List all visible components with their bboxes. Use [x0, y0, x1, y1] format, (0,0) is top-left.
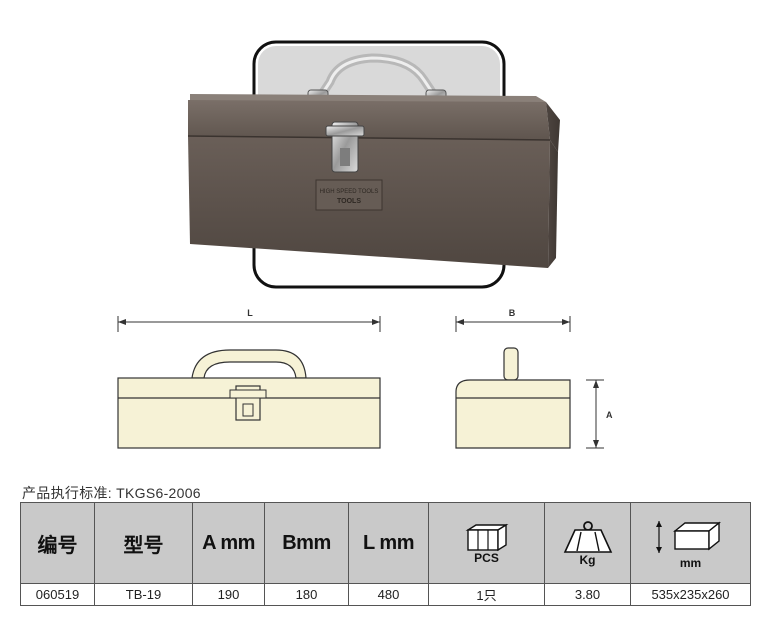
brand-emblem — [315, 179, 383, 211]
dimension-drawings: L B A — [117, 308, 613, 449]
height-label: A — [606, 410, 613, 420]
col-pcs-header: PCS — [428, 502, 545, 584]
col-package-header: mm — [630, 502, 751, 584]
svg-text:TOOLS: TOOLS — [337, 198, 361, 205]
col-l-header: L mm — [348, 502, 429, 584]
table-row: 060519 TB-19 190 180 480 1只 3.80 535x235… — [20, 583, 751, 606]
spec-table: 编号 型号 A mm Bmm L mm PCS — [20, 502, 751, 606]
cell-code: 060519 — [20, 583, 95, 606]
boxes-icon — [465, 523, 508, 552]
side-view-drawing — [455, 347, 571, 449]
width-label: B — [509, 308, 516, 318]
col-a-header: A mm — [192, 502, 265, 584]
toolbox-lid — [188, 100, 550, 140]
cell-b: 180 — [264, 583, 349, 606]
length-dimension: L — [117, 308, 381, 332]
cell-kg: 3.80 — [544, 583, 631, 606]
cell-l: 480 — [348, 583, 429, 606]
toolbox-lid-top — [190, 94, 546, 102]
weight-icon — [563, 521, 612, 553]
front-view-drawing — [117, 349, 381, 449]
col-code-header: 编号 — [20, 502, 95, 584]
cell-pcs: 1只 — [428, 583, 545, 606]
package-size-icon — [655, 521, 721, 553]
cell-package: 535x235x260 — [630, 583, 751, 606]
width-dimension: B — [455, 308, 571, 332]
cell-model: TB-19 — [94, 583, 193, 606]
svg-text:HIGH SPEED TOOLS: HIGH SPEED TOOLS — [320, 189, 379, 195]
height-dimension: A — [586, 379, 613, 449]
toolbox-photo: HIGH SPEED TOOLS TOOLS — [187, 40, 560, 289]
length-label: L — [247, 308, 253, 318]
cell-a: 190 — [192, 583, 265, 606]
col-b-header: Bmm — [264, 502, 349, 584]
col-model-header: 型号 — [94, 502, 193, 584]
table-header-row: 编号 型号 A mm Bmm L mm PCS — [20, 502, 751, 584]
product-standard: 产品执行标准: TKGS6-2006 — [22, 485, 201, 501]
col-kg-header: Kg — [544, 502, 631, 584]
